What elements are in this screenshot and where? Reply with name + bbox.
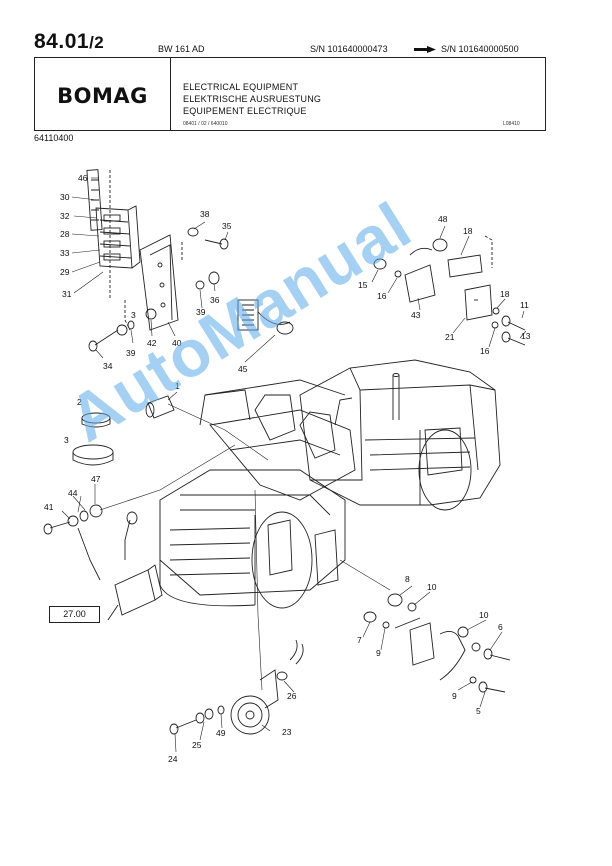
callout-3a: 3 xyxy=(131,310,136,320)
callout-43: 41 xyxy=(44,502,54,512)
callout-15: 15 xyxy=(358,280,368,290)
serial-to: S/N 101640000500 xyxy=(441,44,519,54)
sensor-group xyxy=(363,593,511,693)
callout-46: 46 xyxy=(78,173,88,183)
callout-10a: 10 xyxy=(427,582,437,592)
callout-18a: 18 xyxy=(463,226,473,236)
callout-36: 36 xyxy=(210,295,220,305)
callout-40: 40 xyxy=(172,338,182,348)
callout-48: 48 xyxy=(438,214,448,224)
strap-clamps xyxy=(72,395,175,466)
machine-model: BW 161 AD xyxy=(158,44,205,54)
callout-45: 44 xyxy=(68,488,78,498)
callout-13: 13 xyxy=(521,331,531,341)
callout-16a: 16 xyxy=(377,291,387,301)
callout-41: 43 xyxy=(411,310,421,320)
callout-5: 5 xyxy=(476,706,481,716)
callout-39a: 39 xyxy=(196,307,206,317)
title-english: ELECTRICAL EQUIPMENT xyxy=(183,82,299,92)
callout-47: 45 xyxy=(238,364,248,374)
callout-23: 23 xyxy=(282,727,292,737)
battery-switch-group xyxy=(43,504,163,621)
callout-39b: 39 xyxy=(126,348,136,358)
callout-9b: 9 xyxy=(452,691,457,701)
relay-group xyxy=(373,235,526,346)
callout-31: 31 xyxy=(62,289,72,299)
callout-labels: 46 30 32 28 33 29 31 38 35 36 39 42 40 3… xyxy=(44,173,531,764)
serial-from: S/N 101640000473 xyxy=(310,44,388,54)
title-block: BOMAG ELECTRICAL EQUIPMENT ELEKTRISCHE A… xyxy=(34,57,546,131)
logo-box: BOMAG xyxy=(35,58,171,130)
callout-16b: 16 xyxy=(480,346,490,356)
page-reference-box: 27.00 xyxy=(49,606,100,623)
callout-21: 21 xyxy=(445,332,455,342)
callout-11: 11 xyxy=(520,300,529,310)
callout-1: 1 xyxy=(175,381,180,391)
callout-8: 8 xyxy=(405,574,410,584)
callout-2: 2 xyxy=(77,397,82,407)
title-german: ELEKTRISCHE AUSRUESTUNG xyxy=(183,94,322,104)
callout-38: 38 xyxy=(200,209,210,219)
callout-9a: 9 xyxy=(376,648,381,658)
callout-34: 34 xyxy=(103,361,113,371)
drawing-code: L08410 xyxy=(503,121,520,127)
group-part-number: 64110400 xyxy=(34,133,74,143)
callout-42: 42 xyxy=(147,338,157,348)
callout-29: 29 xyxy=(60,267,70,277)
arrow-right-icon xyxy=(414,46,436,53)
horn-assembly xyxy=(169,639,304,735)
callout-3b: 3 xyxy=(64,435,69,445)
callout-32: 32 xyxy=(60,211,70,221)
callout-7: 7 xyxy=(357,635,362,645)
callout-49: 49 xyxy=(216,728,226,738)
callout-35: 35 xyxy=(222,221,232,231)
callout-18b: 18 xyxy=(500,289,510,299)
title-french: EQUIPEMENT ELECTRIQUE xyxy=(183,106,307,116)
callout-6: 6 xyxy=(498,622,503,632)
callout-28: 28 xyxy=(60,229,70,239)
callout-30: 30 xyxy=(60,192,70,202)
callout-33: 33 xyxy=(60,248,70,258)
callout-10b: 10 xyxy=(479,610,489,620)
brand-logo: BOMAG xyxy=(57,84,148,108)
page-number: 84.01/2 xyxy=(34,30,105,53)
leader-lines xyxy=(61,177,527,753)
document-code: 08401 / 02 / 640010 xyxy=(183,121,228,127)
callout-25: 25 xyxy=(192,740,202,750)
roller-machine-illustration xyxy=(159,359,501,609)
callout-26: 26 xyxy=(287,691,297,701)
callout-24: 24 xyxy=(168,754,178,764)
callout-44: 47 xyxy=(91,474,101,484)
fuse-box-assembly xyxy=(86,169,294,352)
